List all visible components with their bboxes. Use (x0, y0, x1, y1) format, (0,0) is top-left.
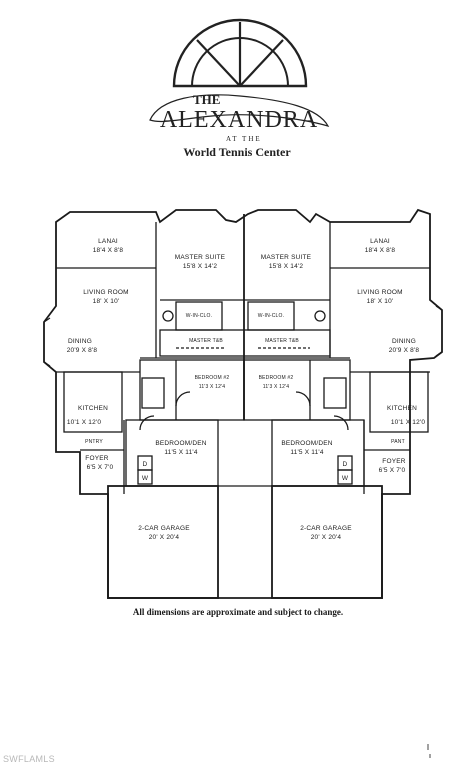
room-label: KITCHEN (387, 405, 417, 412)
floor-plan (43, 208, 443, 599)
room-label: LANAI (98, 238, 118, 245)
room-label: BEDROOM/DEN (281, 440, 332, 447)
room-label: BEDROOM #2 (259, 375, 294, 381)
room-label: BEDROOM #2 (195, 375, 230, 381)
room-dimension: 11'5 X 11'4 (290, 449, 324, 456)
watermark: SWFLAMLS (3, 754, 55, 764)
room-dimension: 11'3 X 12'4 (199, 384, 226, 390)
room-dimension: 15'8 X 14'2 (269, 263, 304, 270)
disclaimer: All dimensions are approximate and subje… (133, 607, 343, 617)
washer-label: W (142, 475, 149, 482)
room-dimension: 11'5 X 11'4 (164, 449, 198, 456)
room-dimension: 20'9 X 8'8 (67, 347, 98, 354)
room-label: MASTER SUITE (175, 254, 226, 261)
room-dimension: 18' X 10' (93, 298, 120, 305)
room-label: KITCHEN (78, 405, 108, 412)
room-label: 2-CAR GARAGE (300, 525, 352, 532)
room-dimension: 20' X 20'4 (311, 534, 342, 541)
logo-the: THE (193, 92, 220, 107)
room-label: 2-CAR GARAGE (138, 525, 190, 532)
right-unit: LANAI 18'4 X 8'8 LIVING ROOM 18' X 10' D… (258, 238, 426, 541)
room-dimension: 18'4 X 8'8 (365, 247, 396, 254)
room-dimension: 18'4 X 8'8 (93, 247, 124, 254)
room-dimension: 20'9 X 8'8 (389, 347, 420, 354)
building-outline (43, 208, 443, 599)
room-label: W-IN-CLO. (186, 313, 212, 319)
scan-marks (427, 744, 431, 758)
dryer-label: D (143, 461, 148, 468)
logo (149, 18, 330, 127)
logo-name: ALEXANDRA (160, 107, 318, 133)
room-label: LANAI (370, 238, 390, 245)
room-dimension: 20' X 20'4 (149, 534, 180, 541)
room-label: PANT (391, 439, 405, 445)
logo-venue: World Tennis Center (183, 145, 291, 159)
room-dimension: 10'1 X 12'0 (391, 419, 426, 426)
room-label: DINING (68, 338, 92, 345)
room-label: LIVING ROOM (357, 289, 403, 296)
washer-label: W (342, 475, 349, 482)
logo-at-the: AT THE (226, 135, 262, 143)
room-dimension: 18' X 10' (367, 298, 394, 305)
room-label: MASTER T&B (189, 338, 223, 344)
room-dimension: 11'3 X 12'4 (263, 384, 290, 390)
room-label: DINING (392, 338, 416, 345)
room-label: MASTER T&B (265, 338, 299, 344)
room-dimension: 6'5 X 7'0 (87, 464, 114, 471)
room-label: W-IN-CLO. (258, 313, 284, 319)
room-label: FOYER (85, 455, 108, 462)
dryer-label: D (343, 461, 348, 468)
room-label: LIVING ROOM (83, 289, 129, 296)
room-dimension: 10'1 X 12'0 (67, 419, 102, 426)
room-label: FOYER (382, 458, 405, 465)
room-label: MASTER SUITE (261, 254, 312, 261)
left-unit: LANAI 18'4 X 8'8 LIVING ROOM 18' X 10' D… (67, 238, 230, 541)
room-dimension: 6'5 X 7'0 (379, 467, 406, 474)
logo-swash (149, 94, 330, 127)
room-dimension: 15'8 X 14'2 (183, 263, 218, 270)
fan-window-icon (172, 18, 308, 88)
room-label: PNTRY (85, 439, 103, 445)
room-label: BEDROOM/DEN (155, 440, 206, 447)
